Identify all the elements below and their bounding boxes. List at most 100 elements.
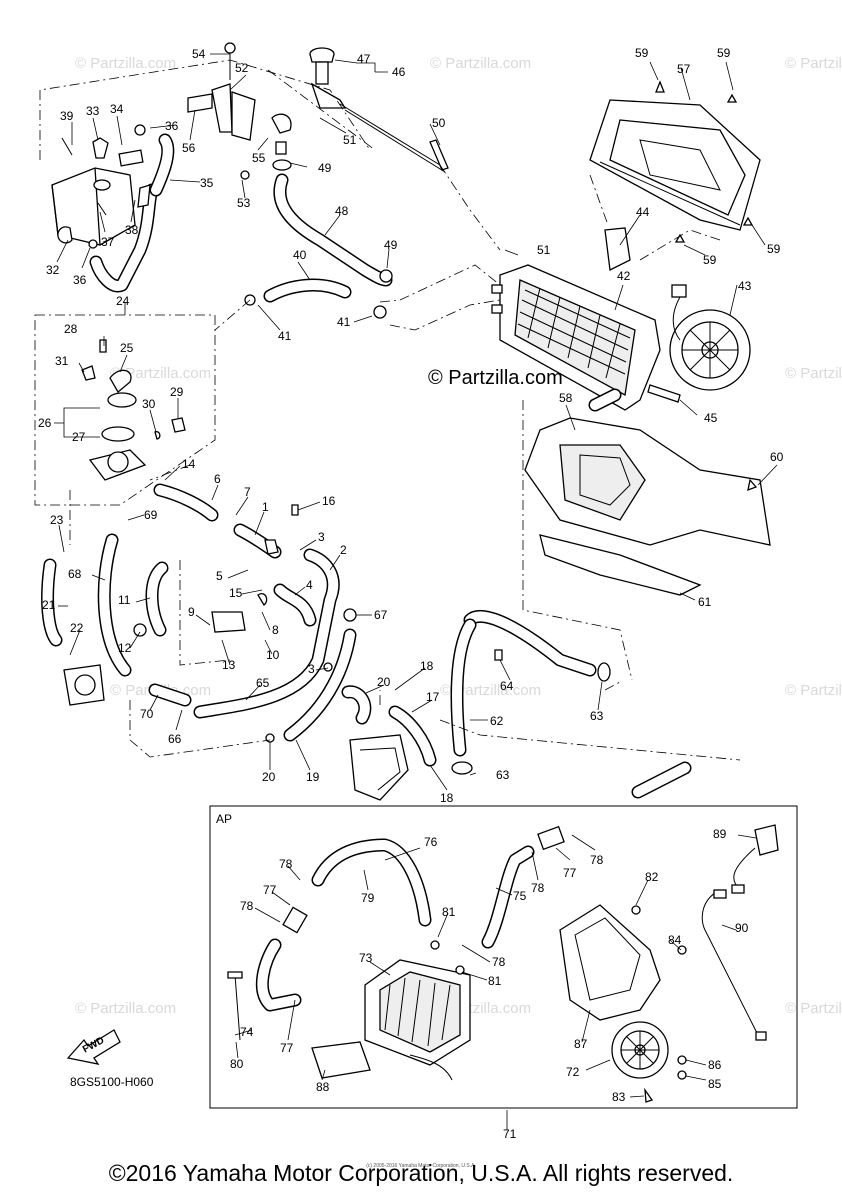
callout-59b: 59 xyxy=(717,46,731,60)
callout-38: 38 xyxy=(125,223,139,237)
callout-87: 87 xyxy=(574,1037,588,1051)
callout-29: 29 xyxy=(170,385,184,399)
callout-68: 68 xyxy=(68,567,82,581)
callout-88: 88 xyxy=(316,1080,330,1094)
callout-23: 23 xyxy=(50,513,64,527)
callout-70: 70 xyxy=(140,707,154,721)
callout-59c: 59 xyxy=(767,242,781,256)
callout-19: 19 xyxy=(306,770,320,784)
callout-52: 52 xyxy=(235,61,249,75)
thermostat-group xyxy=(34,314,216,506)
callout-73: 73 xyxy=(359,951,373,965)
callout-50: 50 xyxy=(432,116,446,130)
reservoir-tank xyxy=(51,124,175,293)
callout-77: 77 xyxy=(263,883,277,897)
callout-55: 55 xyxy=(252,151,266,165)
callout-83: 83 xyxy=(612,1090,626,1104)
fan-shroud xyxy=(589,80,761,271)
callout-62: 62 xyxy=(490,714,504,728)
fineprint: (c) 2005-2016 Yamaha Motor Corporation, … xyxy=(366,1163,476,1169)
watermark: © Partzilla.com xyxy=(110,365,211,382)
callout-18: 18 xyxy=(420,659,434,673)
callout-63: 63 xyxy=(496,768,510,782)
watermark: © Partzilla.com xyxy=(75,55,176,72)
callout-64: 64 xyxy=(500,679,514,693)
side-cover xyxy=(524,417,771,596)
callout-39: 39 xyxy=(60,109,74,123)
callout-66: 66 xyxy=(168,732,182,746)
upper-hoses xyxy=(244,139,449,319)
callout-58: 58 xyxy=(559,391,573,405)
callout-59: 59 xyxy=(635,46,649,60)
watermark: © Partzilla.com xyxy=(75,1000,176,1017)
callout-77c: 77 xyxy=(280,1041,294,1055)
callout-27: 27 xyxy=(72,430,86,444)
callout-21: 21 xyxy=(42,598,56,612)
callout-33: 33 xyxy=(86,104,100,118)
callout-63b: 63 xyxy=(590,709,604,723)
leader-lines xyxy=(54,53,778,1130)
callout-46: 46 xyxy=(392,65,406,79)
callout-76: 76 xyxy=(424,835,438,849)
callout-14: 14 xyxy=(182,457,196,471)
callout-61: 61 xyxy=(698,595,712,609)
callout-2: 2 xyxy=(340,543,347,557)
section-label: AP xyxy=(216,812,232,826)
callout-49: 49 xyxy=(318,161,332,175)
callout-79: 79 xyxy=(361,891,375,905)
fwd-arrow: FWD xyxy=(66,1029,121,1065)
callout-18b: 18 xyxy=(440,791,454,805)
callout-37: 37 xyxy=(101,235,115,249)
callout-78c: 78 xyxy=(492,955,506,969)
callout-85: 85 xyxy=(708,1077,722,1091)
radiator-assembly xyxy=(491,264,751,441)
callout-20: 20 xyxy=(262,770,276,784)
ap-section: AP xyxy=(209,805,798,1109)
callout-78b: 78 xyxy=(240,899,254,913)
callout-16: 16 xyxy=(322,494,336,508)
watermark: © Partzilla.com xyxy=(440,682,541,699)
callout-67: 67 xyxy=(374,608,388,622)
callout-30: 30 xyxy=(142,397,156,411)
callout-81: 81 xyxy=(442,905,456,919)
callout-36b: 36 xyxy=(73,273,87,287)
callout-3: 3 xyxy=(318,530,325,544)
callout-74: 74 xyxy=(240,1025,254,1039)
callout-51: 51 xyxy=(343,133,357,147)
callout-57: 57 xyxy=(677,62,691,76)
callout-60: 60 xyxy=(770,450,784,464)
callout-35: 35 xyxy=(200,176,214,190)
callout-34: 34 xyxy=(110,102,124,116)
callout-54: 54 xyxy=(192,47,206,61)
callout-8: 8 xyxy=(272,623,279,637)
callout-40: 40 xyxy=(293,248,307,262)
callout-22: 22 xyxy=(70,621,84,635)
callout-51b: 51 xyxy=(537,243,551,257)
callout-7: 7 xyxy=(244,485,251,499)
diagram-code: 8GS5100-H060 xyxy=(70,1075,154,1089)
callout-78e: 78 xyxy=(590,853,604,867)
callout-5: 5 xyxy=(216,569,223,583)
callout-20b: 20 xyxy=(377,675,391,689)
callout-12: 12 xyxy=(118,641,132,655)
middle-hoses xyxy=(41,483,357,743)
pump-hoses xyxy=(341,609,692,801)
watermark: © Partzilla.com xyxy=(785,1000,842,1017)
callout-13: 13 xyxy=(222,658,236,672)
callout-59d: 59 xyxy=(703,253,717,267)
callout-36: 36 xyxy=(165,119,179,133)
callout-69: 69 xyxy=(144,508,158,522)
callout-41b: 41 xyxy=(337,315,351,329)
center-watermark: © Partzilla.com xyxy=(428,367,563,389)
callout-3b: 3 xyxy=(308,662,315,676)
callout-65: 65 xyxy=(256,676,270,690)
callout-15: 15 xyxy=(229,586,243,600)
callout-labels: 54 52 47 46 36 39 33 34 35 37 38 32 36 5… xyxy=(38,46,784,1141)
callout-72: 72 xyxy=(566,1065,580,1079)
callout-25: 25 xyxy=(120,341,134,355)
callout-26: 26 xyxy=(38,416,52,430)
callout-1: 1 xyxy=(262,500,269,514)
callout-56: 56 xyxy=(182,141,196,155)
callout-89: 89 xyxy=(713,827,727,841)
